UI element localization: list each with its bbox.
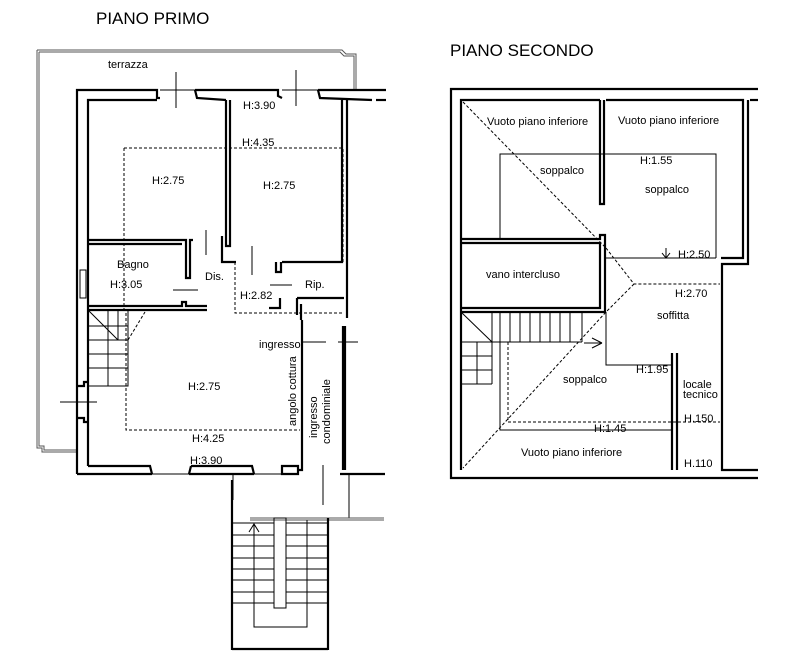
label-h155: H:1.55 (640, 155, 672, 167)
label-angolo-cottura: angolo cottura (287, 355, 299, 426)
label-terrazza: terrazza (108, 59, 149, 71)
corridor-wall (298, 320, 304, 472)
stairs-first-floor (87, 309, 146, 387)
partition-wall (598, 100, 606, 206)
stairwell (230, 480, 330, 651)
stairs-second-floor (460, 311, 583, 385)
label-soppalco-1: soppalco (540, 165, 584, 177)
label-h195: H:1.95 (636, 364, 668, 376)
arrow-down-icon (661, 252, 671, 259)
label-vano-intercluso: vano intercluso (486, 269, 560, 281)
label-h110: H.110 (684, 458, 713, 470)
bagno-wall (88, 238, 193, 280)
ceiling-outline (124, 147, 344, 262)
label-soppalco-2: soppalco (645, 184, 689, 196)
label-living-height: H:2.75 (188, 381, 220, 393)
label-bagno-height: H:3.05 (110, 279, 142, 291)
label-tecnico: tecnico (683, 389, 718, 401)
label-h145: H:1.45 (594, 423, 626, 435)
piano-primo-title: PIANO PRIMO (96, 9, 209, 28)
label-room1-height: H:2.75 (152, 175, 184, 187)
label-h270: H:2.70 (675, 288, 707, 300)
outer-wall (75, 88, 160, 474)
piano-secondo-title: PIANO SECONDO (450, 41, 594, 60)
label-locale: locale (683, 379, 712, 391)
label-h425: H:4.25 (192, 433, 224, 445)
soppalco-outline (499, 153, 717, 258)
label-h250: H:2.50 (678, 249, 710, 261)
arrow-right-icon (584, 337, 603, 349)
label-ingresso-condominiale-1: ingresso (308, 396, 320, 438)
outer-wall (449, 87, 758, 480)
terrace-outline (37, 49, 357, 90)
label-vuoto-3: Vuoto piano inferiore (521, 447, 622, 459)
label-soppalco-3: soppalco (563, 374, 607, 386)
label-soffitta: soffitta (657, 310, 690, 322)
label-h435: H:4.35 (242, 137, 274, 149)
vano-intercluso-wall (461, 233, 607, 314)
label-vuoto-2: Vuoto piano inferiore (618, 115, 719, 127)
label-ingresso: ingresso (259, 339, 301, 351)
piano-primo-plan: PIANO PRIMO terrazza (36, 9, 386, 651)
label-h390-top: H:3.90 (243, 100, 275, 112)
label-h150: H.150 (684, 413, 713, 425)
arrow-up-icon (248, 523, 260, 533)
label-dis-height: H:2.82 (240, 290, 272, 302)
label-rip: Rip. (305, 279, 325, 291)
partition-wall (224, 100, 232, 248)
label-ingresso-condominiale-2: condominiale (321, 379, 333, 444)
label-dis: Dis. (205, 271, 224, 283)
label-room2-height: H:2.75 (263, 180, 295, 192)
label-h390-bottom: H:3.90 (190, 455, 222, 467)
label-bagno: Bagno (117, 259, 149, 271)
piano-secondo-plan: PIANO SECONDO (449, 41, 758, 480)
window (79, 269, 87, 299)
label-vuoto-1: Vuoto piano inferiore (487, 116, 588, 128)
